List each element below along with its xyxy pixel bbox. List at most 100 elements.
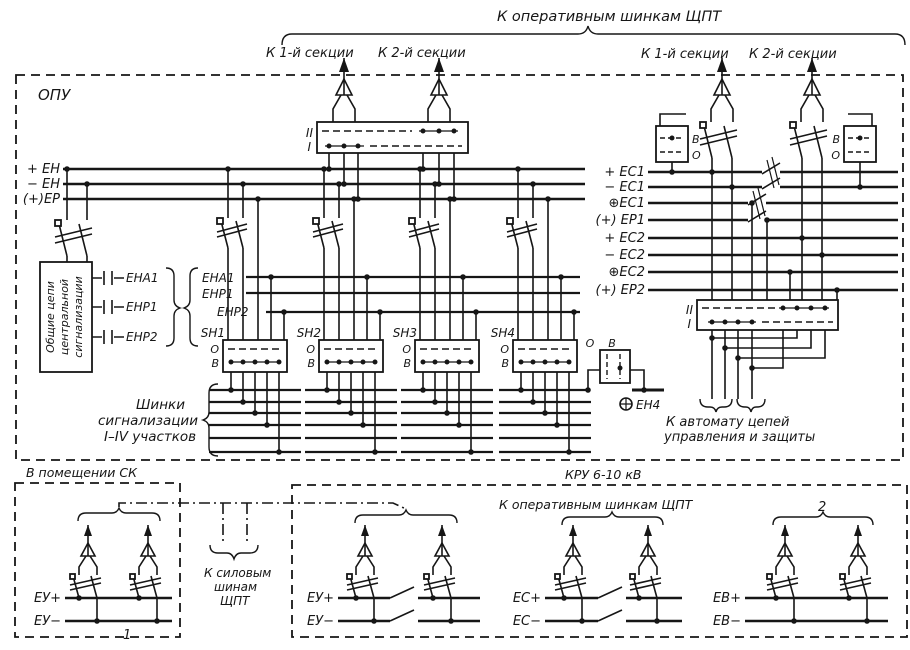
row1-label: I	[687, 317, 691, 331]
ground-label: ЕН4	[636, 398, 660, 412]
contact-label: ЕНР1	[126, 300, 157, 314]
plug-connector-icon	[800, 57, 824, 123]
breaker-icon	[506, 217, 538, 249]
sh-panel-group-2: SH2 О В	[297, 166, 397, 455]
mini-bus-label: ЕНА1	[202, 271, 234, 285]
plug-connector-icon	[563, 524, 583, 576]
off-label: О	[306, 343, 315, 356]
sh-box	[512, 339, 578, 373]
common-box-line2: центральной	[58, 279, 71, 355]
knife-switch-icon	[389, 586, 415, 622]
bus-label: ⊕ЕС2	[609, 265, 645, 280]
opu-region-border	[15, 74, 904, 461]
row2-label: II	[306, 126, 314, 140]
sh-label: SH1	[201, 326, 225, 340]
eb-minus-label: ЕВ−	[713, 614, 741, 629]
plug-connector-icon	[775, 524, 795, 576]
plug-connector-icon	[332, 57, 356, 123]
on-label: В	[501, 357, 509, 370]
section1-left-label: К 1-й секции	[266, 46, 354, 61]
automat-note-line2: управления и защиты	[663, 430, 815, 445]
off-label: О	[500, 343, 509, 356]
aux-on-label: В	[832, 133, 840, 146]
dc-buses-right: + ЕС1 − ЕС1 ⊕ЕС1 (+) ЕР1 + ЕС2 − ЕС2 ⊕ЕС…	[596, 156, 898, 298]
aux-on-label: В	[692, 133, 700, 146]
breaker-icon	[312, 217, 344, 249]
group1-label: 1	[123, 628, 131, 643]
row2-label: II	[686, 303, 694, 317]
plug-connector-icon	[848, 524, 868, 576]
aux-contact-box	[655, 125, 689, 163]
signal-mini-buses: ЕНА1 ЕНР1 ЕНР2	[202, 271, 580, 319]
off-label: О	[586, 337, 595, 350]
section2-left-label: К 2-й секции	[378, 46, 466, 61]
knife-switch-icon	[597, 586, 623, 622]
breaker-icon	[408, 217, 440, 249]
on-label: В	[307, 357, 315, 370]
common-box-line3: сигнализации	[72, 276, 85, 357]
breaker-icon	[789, 121, 828, 159]
signal-transfer-switch-left: II I	[306, 121, 469, 202]
breaker-icon	[629, 573, 662, 599]
breaker-icon	[216, 217, 248, 249]
signal-transfer-switch-right: II I К автомату цепей управления и защит…	[663, 299, 839, 445]
top-brace	[281, 25, 906, 46]
ey-minus-label: ЕУ−	[307, 614, 334, 629]
automat-note-line1: К автомату цепей	[666, 415, 789, 430]
sh-panel-group-4: SH4 О В	[491, 166, 591, 455]
signal-note-line1: Шинки	[136, 397, 185, 413]
sh-box	[414, 339, 480, 373]
signal-bus-note: Шинки сигнализации I–IV участков	[98, 383, 219, 457]
plug-connector-icon	[355, 524, 375, 576]
bus-label: + ЕН	[27, 162, 60, 177]
cable-note-line2: шинам	[214, 580, 257, 594]
breaker-icon	[129, 573, 162, 599]
plug-connector-icon	[432, 524, 452, 576]
aux-off-label: О	[692, 149, 701, 162]
sh-label: SH2	[297, 326, 321, 340]
dc-buses-left: + ЕН − ЕН (+)ЕР	[23, 162, 585, 207]
contact-label: ЕНА1	[126, 271, 158, 285]
bus-label: ⊕ЕС1	[609, 196, 645, 211]
power-cable-link: К силовым шинам ЩПТ	[118, 502, 407, 608]
opu-region-label: ОПУ	[38, 86, 71, 104]
plug-connector-icon	[138, 524, 158, 576]
bottom-bus-title: К оперативным шинкам ЩПТ	[499, 497, 694, 512]
signal-note-line3: I–IV участков	[104, 429, 196, 445]
sk-room-border	[14, 482, 181, 638]
mini-bus-label: ЕНР1	[202, 287, 233, 301]
common-signalling-box	[39, 261, 93, 373]
common-signalling-unit: Общие цепи центральной сигнализации ЕНА1…	[39, 166, 199, 373]
bus-label: − ЕС2	[604, 248, 645, 263]
ey-minus-label: ЕУ−	[34, 614, 61, 629]
on-label: В	[608, 337, 616, 350]
breaker-icon	[54, 219, 93, 257]
bus-label: + ЕС1	[604, 165, 645, 180]
breaker-icon	[69, 573, 102, 599]
bus-label: (+) ЕР2	[596, 283, 646, 298]
bus-label: − ЕН	[27, 177, 60, 192]
on-label: В	[211, 357, 219, 370]
kru-region-border	[291, 484, 908, 638]
aux-off-label: О	[831, 149, 840, 162]
es-plus-label: ЕС+	[513, 591, 541, 606]
signal-note-line2: сигнализации	[98, 413, 198, 429]
sh-box	[318, 339, 384, 373]
sh-label: SH4	[491, 326, 515, 340]
right-section-switchgear: В О В О	[655, 113, 877, 300]
group2-label: 2	[818, 500, 826, 515]
sh-panel-group-1: SH1 О В	[201, 166, 301, 455]
bus-label: (+) ЕР1	[596, 213, 646, 228]
ov-test-box: О В ЕН4	[585, 337, 664, 412]
plug-connector-icon	[427, 57, 451, 123]
plug-connector-icon	[638, 524, 658, 576]
es-minus-label: ЕС−	[513, 614, 541, 629]
plug-connector-icon	[78, 524, 98, 576]
bus-label: + ЕС2	[604, 231, 645, 246]
sh-box	[222, 339, 288, 373]
breaker-icon	[554, 573, 587, 599]
row1-label: I	[307, 140, 311, 154]
section1-right-label: К 1-й секции	[641, 47, 729, 62]
breaker-icon	[346, 573, 379, 599]
